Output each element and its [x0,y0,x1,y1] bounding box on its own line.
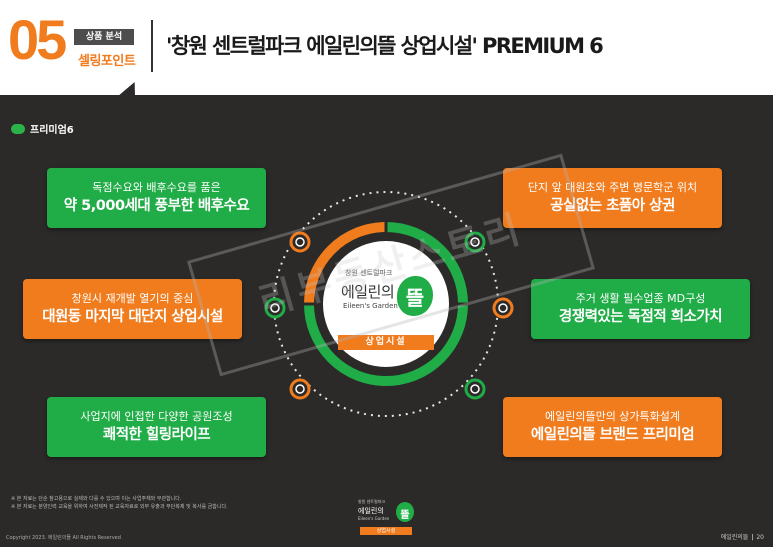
card-headline: 대원동 마지막 대단지 상업시설 [42,309,223,325]
card-caption: 주거 생활 필수업종 MD구성 [575,292,706,305]
note-line: ※ 본 자료는 단순 참고용으로 실제와 다를 수 있으며 이는 사업주체와 무… [11,496,182,502]
card-caption: 에일린의뜰만의 상가특화설계 [544,410,681,423]
premium-card-6: 에일린의뜰만의 상가특화설계 에일린의뜰 브랜드 프리미엄 [503,397,722,457]
premium-card-2: 단지 앞 대원초와 주변 명문학군 위치 공실없는 초품아 상권 [503,168,722,228]
logo-leaf-icon [397,276,433,316]
premium-card-1: 독점수요와 배후수요를 품은 약 5,000세대 풍부한 배후수요 [47,168,266,228]
footer-logo-small: 창원 센트럴파크 [358,499,386,504]
card-caption: 사업지에 인접한 다양한 공원조성 [80,410,233,423]
connector-dot-6 [464,378,486,400]
card-caption: 창원시 재개발 열기의 중심 [71,292,194,305]
logo-char: 뜰 [405,286,425,310]
card-headline: 경쟁력있는 독점적 희소가치 [558,309,723,325]
page-title: '창원 센트럴파크 에일린의뜰 상업시설' PREMIUM 6 [166,34,604,58]
footer-separator: | [751,534,754,541]
header: 05 상품 분석 셀링포인트 '창원 센트럴파크 에일린의뜰 상업시설' PRE… [0,0,773,95]
premium-card-3: 창원시 재개발 열기의 중심 대원동 마지막 대단지 상업시설 [23,279,242,339]
connector-dot-5 [289,378,311,400]
center-label: 상업시설 [338,335,434,350]
section-tag: 상품 분석 [74,29,134,45]
logo-small-text: 창원 센트럴파크 [345,269,393,277]
page-number: 20 [756,534,764,541]
disclaimer-notes: ※ 본 자료는 단순 참고용으로 실제와 다를 수 있으며 이는 사업주체와 무… [11,495,228,511]
footer-logo: 창원 센트럴파크 에일린의 Eileen's Garden 뜰 상업시설 [358,497,414,539]
card-headline: 공실없는 초품아 상권 [550,198,675,214]
section-number: 05 [8,8,67,71]
section-subtitle: 셀링포인트 [78,54,136,69]
copyright-text: Copyright 2023. 에일린의뜰 All Rights Reserve… [6,535,121,541]
footer-logo-label: 상업시설 [360,527,412,535]
note-line: ※ 본 자료는 분양인력 교육을 위하여 사전제작 된 교육자료로 외부 유출과… [11,504,228,510]
green-arc-top-right [385,222,468,305]
logo-main-text: 에일린의 [341,283,395,301]
footer-logo-char: 뜰 [400,510,410,521]
connector-dot-4 [492,297,514,319]
footer-logo-main: 에일린의 [358,507,384,515]
footer-brand: 에일린의뜰 [720,534,749,541]
section-label: 프리미엄6 [11,121,74,136]
connector-dot-1 [289,231,311,253]
card-caption: 단지 앞 대원초와 주변 명문학군 위치 [527,181,698,194]
logo-english-text: Eileen's Garden [343,302,398,310]
connector-dot-3 [264,297,286,319]
footer-logo-eng: Eileen's Garden [358,516,390,521]
card-caption: 독점수요와 배후수요를 품은 [92,181,221,194]
bullet-icon [11,123,25,134]
premium-card-5: 사업지에 인접한 다양한 공원조성 쾌적한 힐링라이프 [47,397,266,457]
card-headline: 에일린의뜰 브랜드 프리미엄 [530,427,695,443]
title-divider [151,20,153,72]
footer-logo-leaf-icon [396,502,414,522]
page-reference: 에일린의뜰|20 [721,532,764,541]
connector-dot-2 [464,231,486,253]
premium-card-4: 주거 생활 필수업종 MD구성 경쟁력있는 독점적 희소가치 [531,279,750,339]
section-label-text: 프리미엄6 [30,125,74,136]
card-headline: 쾌적한 힐링라이프 [102,427,211,443]
orange-arc-top-left [304,222,387,305]
green-arc-bottom [304,303,468,386]
card-headline: 약 5,000세대 풍부한 배후수요 [63,198,250,214]
